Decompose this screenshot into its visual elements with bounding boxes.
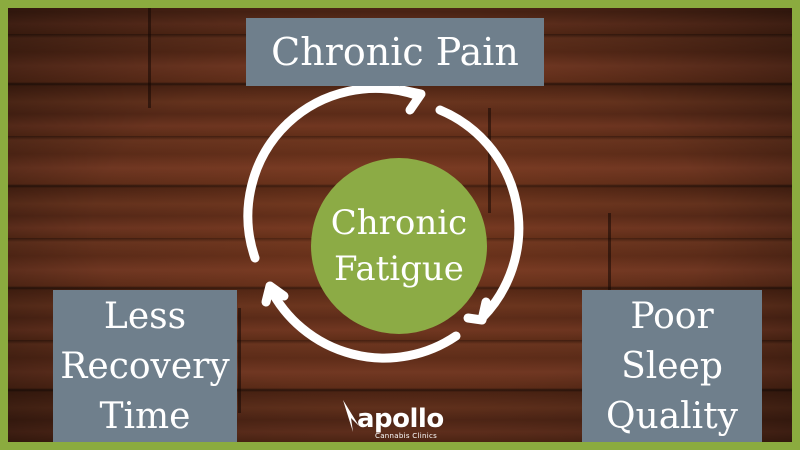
label-chronic-pain: Chronic Pain bbox=[246, 18, 544, 86]
apollo-paper-plane-icon bbox=[343, 400, 359, 432]
center-chronic-fatigue: Chronic Fatigue bbox=[311, 158, 487, 334]
cycle-arrow-left bbox=[243, 118, 293, 263]
logo-tagline: Cannabis Clinics bbox=[375, 432, 438, 440]
label-poor-sleep-quality-text: Poor Sleep Quality bbox=[606, 296, 738, 437]
cycle-arrow-bottom-head bbox=[261, 281, 289, 307]
logo-name: apollo bbox=[357, 404, 444, 434]
cycle-arrows bbox=[243, 84, 524, 363]
wood-plank-seam bbox=[488, 108, 491, 213]
label-less-recovery-time: Less Recovery Time bbox=[53, 290, 237, 442]
wood-plank-seam bbox=[238, 308, 241, 413]
label-chronic-pain-text: Chronic Pain bbox=[271, 30, 519, 74]
wood-plank-seam bbox=[608, 213, 611, 313]
cycle-arrow-right-head bbox=[463, 297, 491, 325]
cycle-arrow-bottom bbox=[265, 283, 461, 363]
cycle-arrow-top bbox=[283, 84, 421, 128]
cycle-arrow-top-head bbox=[397, 85, 426, 115]
wood-plank-seam bbox=[148, 8, 151, 108]
center-chronic-fatigue-text: Chronic Fatigue bbox=[330, 203, 468, 289]
label-less-recovery-time-text: Less Recovery Time bbox=[60, 296, 230, 437]
cycle-arrow-right bbox=[435, 105, 524, 323]
label-poor-sleep-quality: Poor Sleep Quality bbox=[582, 290, 762, 442]
apollo-logo: apollo Cannabis Clinics bbox=[339, 396, 479, 442]
